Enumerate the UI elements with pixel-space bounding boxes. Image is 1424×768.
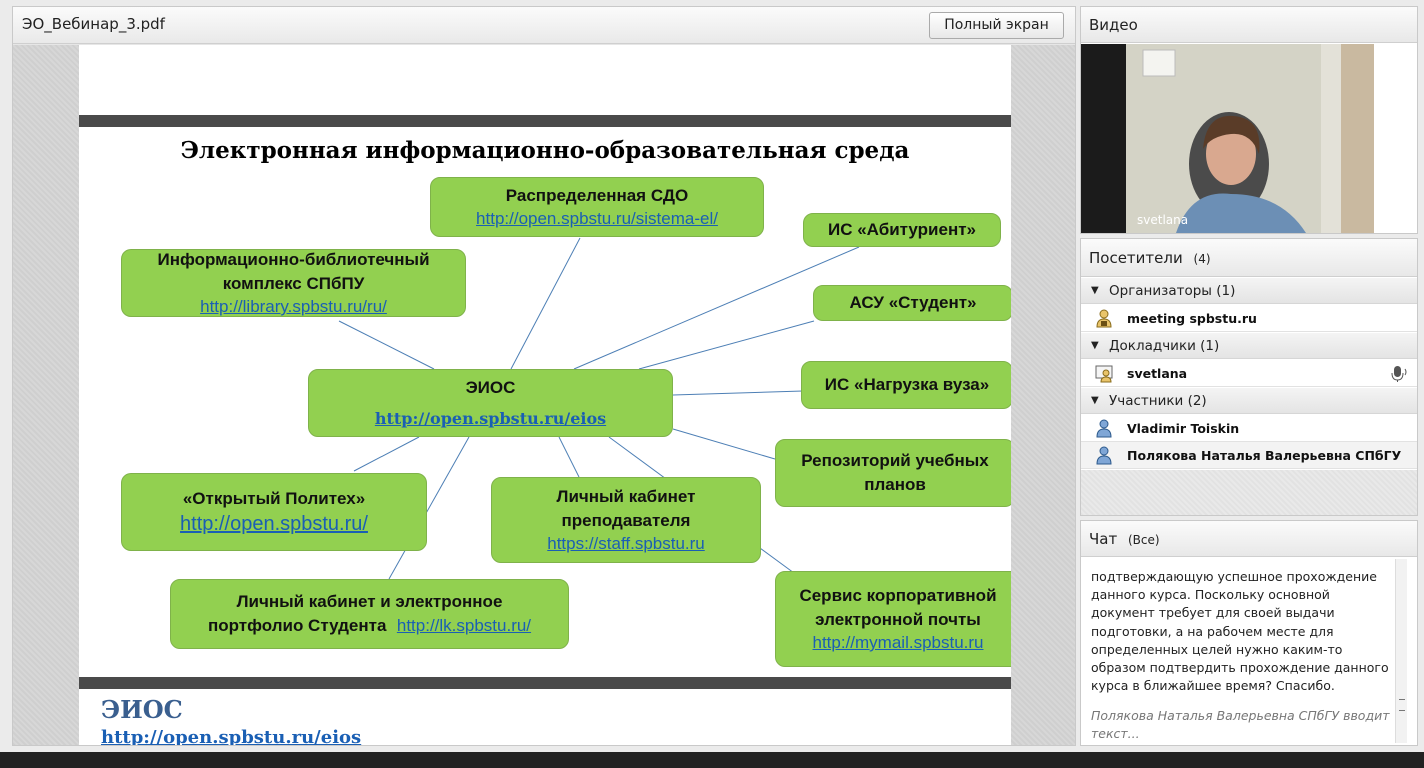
- scrollbar-grip-icon[interactable]: [1399, 699, 1405, 711]
- node-link[interactable]: http://mymail.spbstu.ru: [812, 633, 984, 652]
- node-title-line2: планов: [864, 475, 926, 494]
- attendee-row[interactable]: meeting spbstu.ru: [1081, 305, 1417, 332]
- presenter-user-icon: [1095, 365, 1113, 383]
- node-title-line2: преподавателя: [561, 511, 691, 530]
- attendees-pod-header: Посетители (4): [1081, 239, 1417, 277]
- attendee-name: meeting spbstu.ru: [1127, 311, 1257, 326]
- connector-line: [338, 320, 435, 370]
- chat-title: Чат: [1089, 530, 1118, 548]
- node-library-complex: Информационно-библиотечный комплекс СПбП…: [121, 249, 466, 317]
- node-title: ИС «Нагрузка вуза»: [824, 375, 990, 394]
- chat-scope[interactable]: (Все): [1128, 533, 1160, 547]
- attendee-row[interactable]: Vladimir Toiskin: [1081, 415, 1417, 442]
- node-link[interactable]: http://open.spbstu.ru/: [180, 513, 368, 535]
- connector-line: [573, 246, 860, 370]
- slide-footer-title: ЭИОС: [101, 695, 183, 724]
- node-title-line2: портфолио Студента: [207, 616, 387, 635]
- group-organizers[interactable]: ▼ Организаторы (1): [1081, 278, 1417, 304]
- microphone-active-icon: [1391, 366, 1407, 382]
- node-corporate-email: Сервис корпоративной электронной почты h…: [775, 571, 1011, 667]
- slide-bottom-bar: [79, 677, 1011, 689]
- attendees-empty-area: [1081, 470, 1417, 515]
- node-title: Распределенная СДО: [505, 186, 689, 205]
- attendee-name: Vladimir Toiskin: [1127, 421, 1240, 436]
- node-is-nagruzka: ИС «Нагрузка вуза»: [801, 361, 1011, 409]
- node-title: ЭИОС: [465, 378, 516, 397]
- video-pod-header: Видео: [1081, 7, 1417, 43]
- chat-scrollbar[interactable]: [1395, 559, 1407, 743]
- fullscreen-button[interactable]: Полный экран: [929, 12, 1064, 39]
- webcam-video[interactable]: svetlana: [1081, 44, 1374, 233]
- attendees-title: Посетители: [1089, 249, 1183, 267]
- connector-line: [510, 237, 581, 370]
- node-is-abiturient: ИС «Абитуриент»: [803, 213, 1001, 247]
- node-teacher-account: Личный кабинет преподавателя https://sta…: [491, 477, 761, 563]
- presenter-name: svetlana: [1137, 213, 1189, 227]
- bottom-strip: [0, 752, 1424, 768]
- group-label: Докладчики (1): [1109, 338, 1220, 354]
- node-title: ИС «Абитуриент»: [828, 220, 976, 239]
- node-open-polytech: «Открытый Политех» http://open.spbstu.ru…: [121, 473, 427, 551]
- node-title-line1: Репозиторий учебных: [801, 451, 989, 470]
- node-distributed-lms: Распределенная СДО http://open.spbstu.ru…: [430, 177, 764, 237]
- node-student-account: Личный кабинет и электронное портфолио С…: [170, 579, 569, 649]
- node-eios: ЭИОС http://open.spbstu.ru/eios: [308, 369, 673, 437]
- chat-pod: Чат (Все) подтверждающую успешное прохож…: [1080, 520, 1418, 746]
- group-participants[interactable]: ▼ Участники (2): [1081, 388, 1417, 414]
- node-link[interactable]: https://staff.spbstu.ru: [547, 534, 705, 553]
- presenter-video-image: [1081, 44, 1374, 233]
- connector-line: [388, 436, 470, 580]
- group-presenters[interactable]: ▼ Докладчики (1): [1081, 333, 1417, 359]
- group-label: Организаторы (1): [1109, 283, 1236, 299]
- document-title: ЭО_Вебинар_3.pdf: [22, 15, 165, 33]
- node-link[interactable]: http://open.spbstu.ru/eios: [374, 409, 607, 428]
- group-label: Участники (2): [1109, 393, 1207, 409]
- connector-line: [353, 436, 420, 472]
- slide-top-bar: [79, 115, 1011, 127]
- chat-message: подтверждающую успешное прохождение данн…: [1091, 569, 1389, 694]
- node-title-and-link: портфолио Студента http://lk.spbstu.ru/: [208, 614, 531, 638]
- node-title-line1: Сервис корпоративной: [799, 586, 997, 605]
- host-user-icon: [1096, 309, 1112, 328]
- node-title-line2: комплекс СПбПУ: [222, 274, 365, 293]
- node-link[interactable]: http://library.spbstu.ru/ru/: [200, 297, 387, 316]
- participant-user-icon: [1096, 419, 1112, 438]
- attendee-row[interactable]: svetlana: [1081, 360, 1417, 387]
- collapse-triangle-icon[interactable]: ▼: [1091, 395, 1099, 406]
- document-viewer[interactable]: Электронная информационно-образовательна…: [13, 45, 1075, 745]
- node-asu-student: АСУ «Студент»: [813, 285, 1011, 321]
- node-link[interactable]: http://open.spbstu.ru/sistema-el/: [476, 209, 718, 228]
- video-pod-title: Видео: [1089, 16, 1138, 34]
- attendee-name: svetlana: [1127, 366, 1188, 381]
- attendee-row[interactable]: Полякова Наталья Валерьевна СПбГУ: [1081, 442, 1417, 469]
- node-link[interactable]: http://lk.spbstu.ru/: [396, 616, 532, 635]
- slide-footer-link[interactable]: http://open.spbstu.ru/eios: [101, 727, 362, 745]
- slide-heading: Электронная информационно-образовательна…: [180, 137, 910, 164]
- collapse-triangle-icon[interactable]: ▼: [1091, 340, 1099, 351]
- node-title-line1: Личный кабинет: [556, 487, 696, 506]
- connector-line: [672, 390, 804, 396]
- attendee-name: Полякова Наталья Валерьевна СПбГУ: [1127, 448, 1402, 463]
- node-title-line2: электронной почты: [815, 610, 981, 629]
- attendees-count: (4): [1193, 252, 1211, 266]
- node-title-line1: Информационно-библиотечный: [157, 250, 430, 269]
- collapse-triangle-icon[interactable]: ▼: [1091, 285, 1099, 296]
- video-pod: Видео svetlana: [1080, 6, 1418, 234]
- node-curriculum-repository: Репозиторий учебных планов: [775, 439, 1011, 507]
- connector-line: [672, 428, 776, 460]
- attendees-pod: Посетители (4) ▼ Организаторы (1) meetin…: [1080, 238, 1418, 516]
- node-title: «Открытый Политех»: [182, 489, 366, 508]
- node-title: АСУ «Студент»: [849, 293, 977, 312]
- chat-pod-header: Чат (Все): [1081, 521, 1417, 557]
- participant-user-icon: [1096, 446, 1112, 465]
- slide: Электронная информационно-образовательна…: [79, 45, 1011, 745]
- connector-line: [558, 436, 580, 478]
- document-pod-header: ЭО_Вебинар_3.pdf Полный экран: [13, 7, 1075, 44]
- node-title-line1: Личный кабинет и электронное: [236, 592, 503, 611]
- document-pod: ЭО_Вебинар_3.pdf Полный экран: [12, 6, 1076, 746]
- connector-line: [638, 320, 815, 370]
- chat-typing-indicator: Полякова Наталья Валерьевна СПбГУ вводит…: [1091, 708, 1390, 741]
